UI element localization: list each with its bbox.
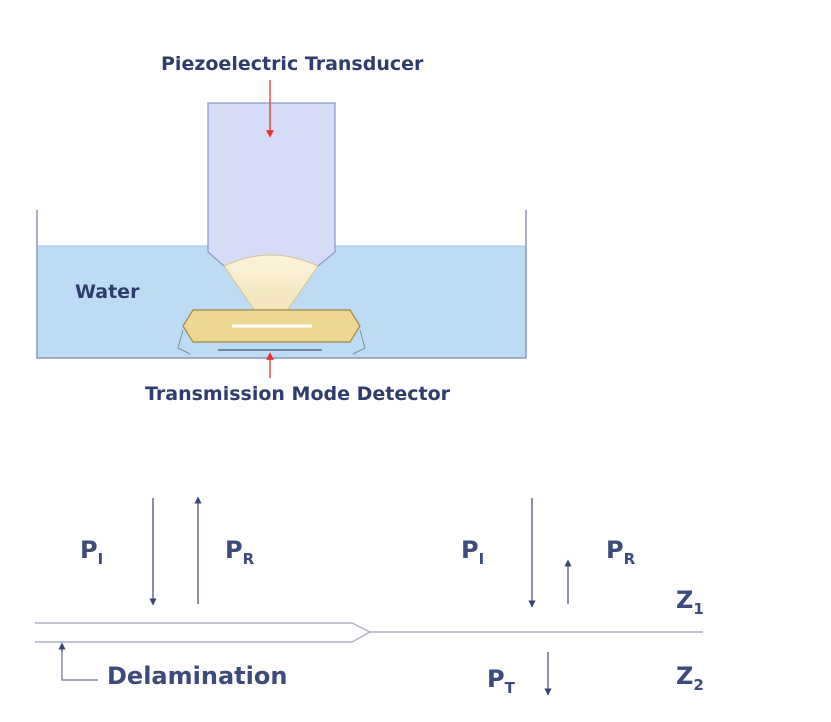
symbol-sub: I (97, 550, 104, 568)
symbol-main: Z (676, 586, 694, 614)
transducer-body (207, 102, 336, 267)
holder-left-leg (177, 329, 191, 355)
focused-beam (223, 254, 319, 319)
symbol-sub: T (504, 679, 515, 697)
symbol-sub: R (623, 550, 636, 568)
delamination-gap (35, 622, 372, 643)
symbol-main: P (225, 536, 243, 564)
symbol-main: Z (676, 662, 694, 690)
symbol-sub: 1 (693, 600, 704, 618)
symbol-z1: Z1 (676, 588, 704, 617)
transducer-label: Piezoelectric Transducer (161, 53, 424, 75)
delamination-label: Delamination (107, 662, 288, 690)
holder-right-leg (352, 329, 366, 355)
detector-label: Transmission Mode Detector (145, 383, 450, 405)
symbol-main: P (487, 665, 505, 693)
symbol-sub: 2 (693, 676, 704, 694)
symbol-p-transmitted: PT (487, 667, 515, 696)
symbol-main: P (80, 536, 98, 564)
symbol-p-incident-left: PI (80, 538, 103, 567)
delamination-pointer (61, 650, 98, 681)
tank-wall (36, 210, 527, 359)
symbol-p-reflected-left: PR (225, 538, 254, 567)
symbol-p-reflected-right: PR (606, 538, 635, 567)
water-label: Water (75, 281, 140, 303)
symbol-main: P (461, 536, 479, 564)
symbol-sub: I (478, 550, 485, 568)
symbol-main: P (606, 536, 624, 564)
symbol-z2: Z2 (676, 664, 704, 693)
symbol-sub: R (242, 550, 255, 568)
symbol-p-incident-right: PI (461, 538, 484, 567)
